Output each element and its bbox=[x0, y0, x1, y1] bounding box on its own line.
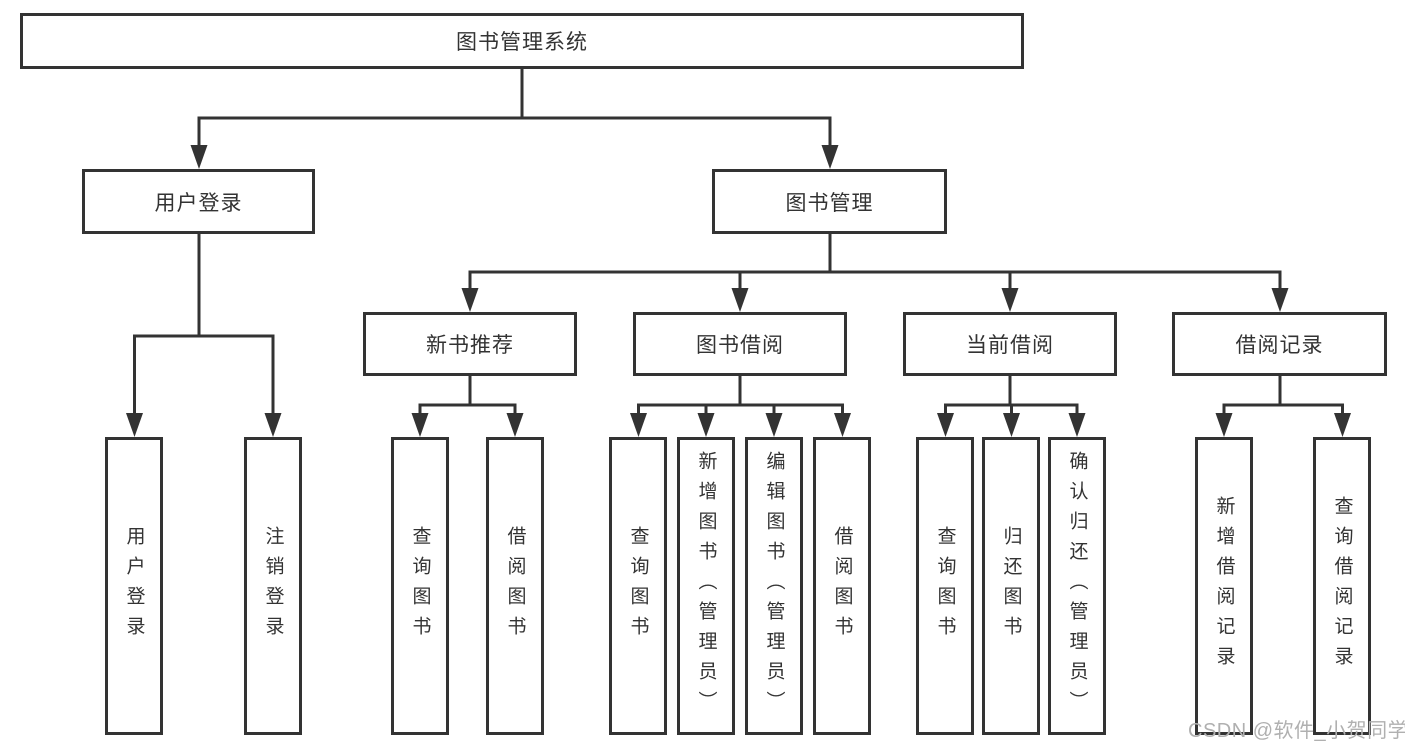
node-book-borrow: 图书借阅 bbox=[633, 312, 847, 376]
leaf-query-books-borrow: 查询图书 bbox=[609, 437, 667, 735]
leaf-return-books: 归还图书 bbox=[982, 437, 1040, 735]
csdn-watermark: CSDN @软件_小贺同学 bbox=[1188, 720, 1405, 742]
leaf-borrow-books: 借阅图书 bbox=[813, 437, 871, 735]
leaf-confirm-return-admin: 确认归还（管理员） bbox=[1048, 437, 1106, 735]
leaf-query-books-current: 查询图书 bbox=[916, 437, 974, 735]
leaf-query-borrow-record: 查询借阅记录 bbox=[1313, 437, 1371, 735]
node-user-login: 用户登录 bbox=[82, 169, 315, 234]
leaf-borrow-books-recommend: 借阅图书 bbox=[486, 437, 544, 735]
leaf-add-borrow-record: 新增借阅记录 bbox=[1195, 437, 1253, 735]
leaf-user-login: 用户登录 bbox=[105, 437, 163, 735]
node-library-management-system: 图书管理系统 bbox=[20, 13, 1024, 69]
leaf-add-books-admin: 新增图书（管理员） bbox=[677, 437, 735, 735]
node-current-borrow: 当前借阅 bbox=[903, 312, 1117, 376]
leaf-logout-login: 注销登录 bbox=[244, 437, 302, 735]
leaf-query-books-recommend: 查询图书 bbox=[391, 437, 449, 735]
node-book-management: 图书管理 bbox=[712, 169, 947, 234]
node-new-book-recommend: 新书推荐 bbox=[363, 312, 577, 376]
leaf-edit-books-admin: 编辑图书（管理员） bbox=[745, 437, 803, 735]
node-borrow-records: 借阅记录 bbox=[1172, 312, 1387, 376]
